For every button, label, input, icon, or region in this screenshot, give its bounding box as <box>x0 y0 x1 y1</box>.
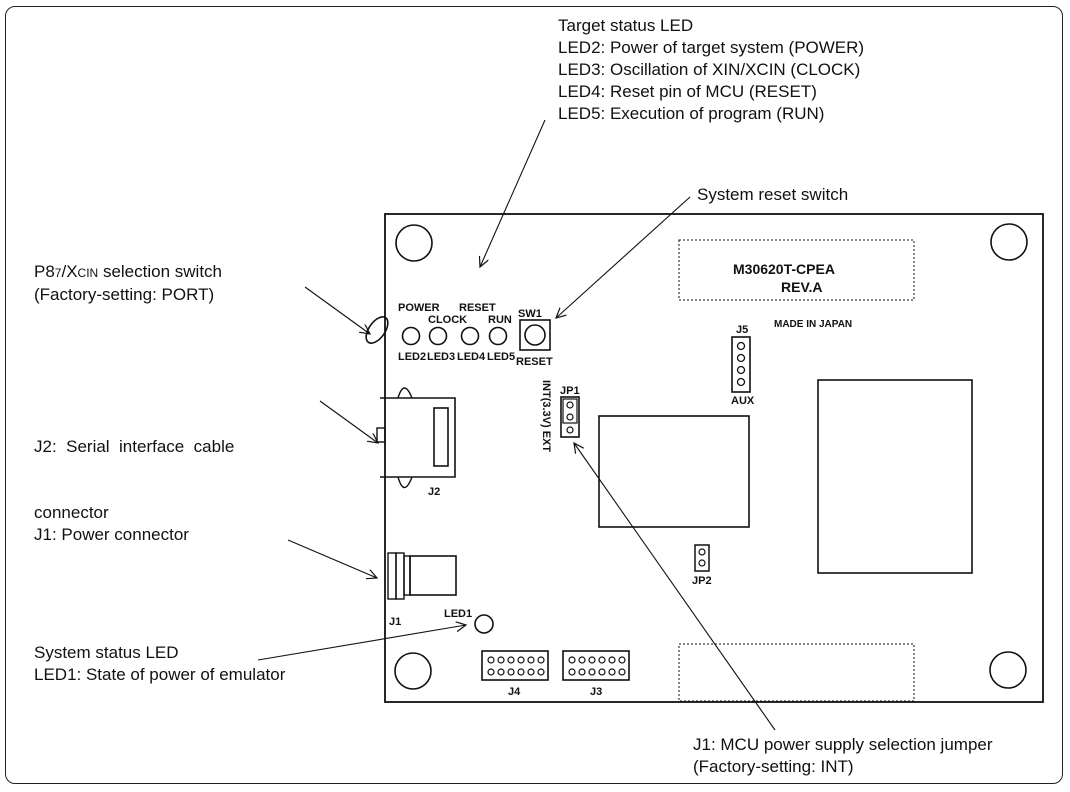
j2-callout: J2: Serial interface cable connector <box>34 392 234 568</box>
top-connector-outline <box>678 239 915 301</box>
leader-system-reset <box>556 196 691 318</box>
sw1-reset-label: RESET <box>516 356 553 368</box>
mcu-jumper-line1: J1: MCU power supply selection jumper <box>693 735 993 754</box>
led3 <box>428 326 448 346</box>
led-label-clock: CLOCK <box>428 314 467 326</box>
j3-header <box>562 650 630 681</box>
mounting-hole <box>989 651 1027 689</box>
p87-prefix: P8 <box>34 262 55 281</box>
target-led-line: LED2: Power of target system (POWER) <box>558 38 865 57</box>
led-label-power: POWER <box>398 302 440 314</box>
j4-header <box>481 650 549 681</box>
j2-line1: J2: Serial interface cable <box>34 437 235 456</box>
leader-target-led <box>480 119 546 267</box>
bottom-connector-outline <box>678 643 915 702</box>
p87-sub: 7 <box>54 266 62 280</box>
made-in-label: MADE IN JAPAN <box>774 319 852 330</box>
target-led-callout: Target status LED LED2: Power of target … <box>558 15 864 125</box>
led-label-led3: LED3 <box>427 351 455 363</box>
mounting-hole <box>990 223 1028 261</box>
led-label-reset: RESET <box>459 302 496 314</box>
jp1-side-label: INT(3.3V) EXT <box>540 380 552 452</box>
j5-aux-label: AUX <box>731 395 755 407</box>
mounting-hole <box>395 224 433 262</box>
board-revision-label: REV.A <box>781 279 823 295</box>
led2 <box>401 326 421 346</box>
j2-line2: connector <box>34 503 109 522</box>
j2-label: J2 <box>428 486 440 498</box>
p87-xcin-sub: CIN <box>77 266 99 280</box>
led-label-led5: LED5 <box>487 351 515 363</box>
j1-power-callout: J1: Power connector <box>34 525 189 544</box>
leader-j1-power <box>287 539 377 578</box>
sw1-button <box>524 324 546 346</box>
leader-p87-switch <box>304 286 370 334</box>
mcu-jumper-line2: (Factory-setting: INT) <box>693 757 854 776</box>
target-led-line: LED3: Oscillation of XIN/XCIN (CLOCK) <box>558 60 861 79</box>
led4 <box>460 326 480 346</box>
system-led-line1: System status LED <box>34 643 179 662</box>
p87-factory: (Factory-setting: PORT) <box>34 285 215 304</box>
leader-mcu-jumper <box>574 443 776 731</box>
jp2-label: JP2 <box>692 575 712 587</box>
target-led-title: Target status LED <box>558 16 694 35</box>
p87-switch <box>365 316 389 344</box>
mcu-socket <box>817 379 973 574</box>
sw1-label: SW1 <box>518 308 542 320</box>
target-led-line: LED4: Reset pin of MCU (RESET) <box>558 82 817 101</box>
pcb-outline <box>384 213 1044 703</box>
target-led-line: LED5: Execution of program (RUN) <box>558 104 825 123</box>
j5-header <box>731 336 751 393</box>
j5-label: J5 <box>736 324 748 336</box>
leader-j2 <box>319 400 378 443</box>
j2-connector <box>380 397 456 478</box>
board-model-label: M30620T-CPEA <box>733 261 835 277</box>
j1-label: J1 <box>389 616 401 628</box>
p87-suffix: selection switch <box>98 262 222 281</box>
system-led-callout: System status LED LED1: State of power o… <box>34 642 285 686</box>
sw1-switch <box>519 319 551 351</box>
j4-label: J4 <box>508 686 521 698</box>
led1 <box>474 614 494 634</box>
leader-system-led <box>257 625 466 661</box>
middle-ic <box>598 415 750 528</box>
jp1-label: JP1 <box>560 385 580 397</box>
led-label-led2: LED2 <box>398 351 426 363</box>
figure-frame <box>5 6 1063 784</box>
led-label-run: RUN <box>488 314 512 326</box>
led1-label: LED1 <box>444 608 472 620</box>
j3-label: J3 <box>590 686 602 698</box>
jp2-header <box>694 544 710 572</box>
p87-switch-callout: P87/XCIN selection switch (Factory-setti… <box>34 261 222 306</box>
mounting-hole <box>394 652 432 690</box>
jp1-header <box>560 396 580 438</box>
p87-mid: /X <box>61 262 78 281</box>
mcu-jumper-callout: J1: MCU power supply selection jumper (F… <box>693 734 993 778</box>
system-reset-callout: System reset switch <box>697 185 849 204</box>
led-label-led4: LED4 <box>457 351 486 363</box>
j1-connector <box>409 555 457 596</box>
system-led-line2: LED1: State of power of emulator <box>34 665 286 684</box>
led5 <box>488 326 508 346</box>
